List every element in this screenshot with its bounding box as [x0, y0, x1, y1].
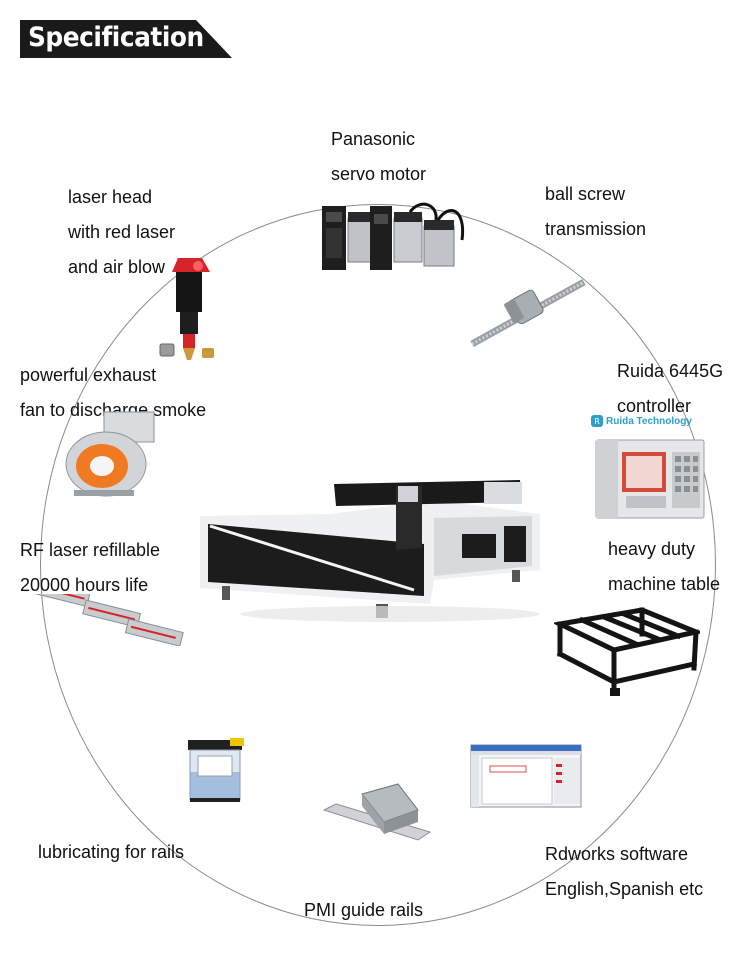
rf-laser-image [28, 594, 188, 646]
lubricating-pump-image [186, 738, 252, 804]
spec-banner [20, 20, 232, 58]
exhaust-fan-image [64, 410, 164, 500]
guide-rails-label: PMI guide rails [304, 900, 424, 920]
machine-table-image [554, 606, 700, 698]
page-title: Specification [28, 22, 204, 53]
lubricating-label: lubricating for rails [38, 842, 185, 862]
guide-rail-image [322, 782, 432, 844]
ball-screw-image [468, 276, 588, 348]
rdworks-software-image [470, 744, 582, 808]
laser-machine-image [200, 478, 550, 628]
svg-text:R: R [594, 417, 600, 426]
ruida-logo: R [590, 414, 604, 428]
servo-motor-image [320, 200, 470, 276]
laser-head-image [158, 252, 228, 364]
feature-ring [40, 204, 716, 926]
ruida-brand-text: Ruida Technology [606, 416, 692, 427]
controller-image [594, 438, 706, 520]
